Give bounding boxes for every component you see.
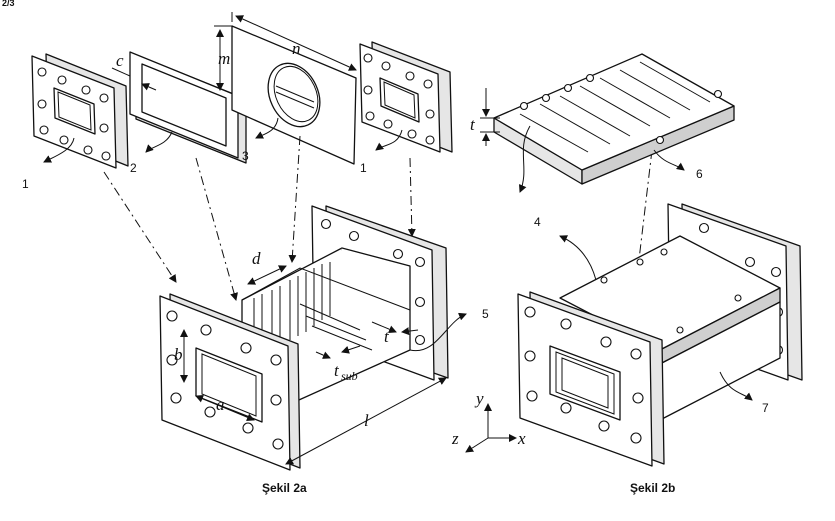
caption-sekil-2b: Şekil 2b [630,481,675,495]
svg-text:l: l [364,411,369,430]
svg-text:m: m [218,49,230,68]
svg-text:x: x [517,429,526,448]
corner-mark: 2/3 [2,0,15,8]
dimension-a: a [195,394,255,422]
part-number-3: 3 [242,149,249,163]
leader-4a [518,125,531,193]
leader-4b [559,235,597,281]
dimension-l: l [285,377,447,465]
dimension-t-plate: t [470,88,500,146]
part-number-1-left: 1 [22,177,29,191]
part-number-7: 7 [762,401,769,415]
left-flange-exploded [31,53,129,169]
right-flange-exploded [359,41,453,153]
dimension-m: m [214,25,232,91]
caption-sekil-2a: Şekil 2a [262,481,307,495]
part-number-6: 6 [696,167,703,181]
frame-exploded [129,51,247,164]
svg-text:a: a [216,395,225,414]
cover-plate-exploded [493,53,735,185]
dimension-t-wall: t [371,321,419,346]
svg-text:d: d [252,249,261,268]
svg-text:t: t [470,115,476,134]
svg-text:c: c [116,51,124,70]
svg-text:sub: sub [341,369,358,383]
assembly-2b [517,203,803,467]
leader-6 [653,149,685,171]
svg-text:n: n [292,39,301,58]
part-number-2: 2 [130,161,137,175]
svg-text:z: z [451,429,459,448]
svg-text:y: y [474,389,484,408]
leader-5 [409,312,467,352]
part-number-5: 5 [482,307,489,321]
dimension-c: c [111,51,157,91]
axis-triad: y x z [451,389,526,453]
dimension-n: n [231,12,357,71]
assembly-guide-lines [103,135,653,301]
assembly-2a [159,205,449,471]
dimension-b: b [174,329,188,383]
part-leaders-top [43,117,403,163]
part-number-1-right: 1 [360,161,367,175]
leader-7 [719,371,753,401]
svg-text:b: b [174,345,183,364]
dimension-d: d [247,249,287,285]
svg-text:t: t [384,327,390,346]
svg-text:t: t [334,361,340,380]
part-number-4: 4 [534,215,541,229]
